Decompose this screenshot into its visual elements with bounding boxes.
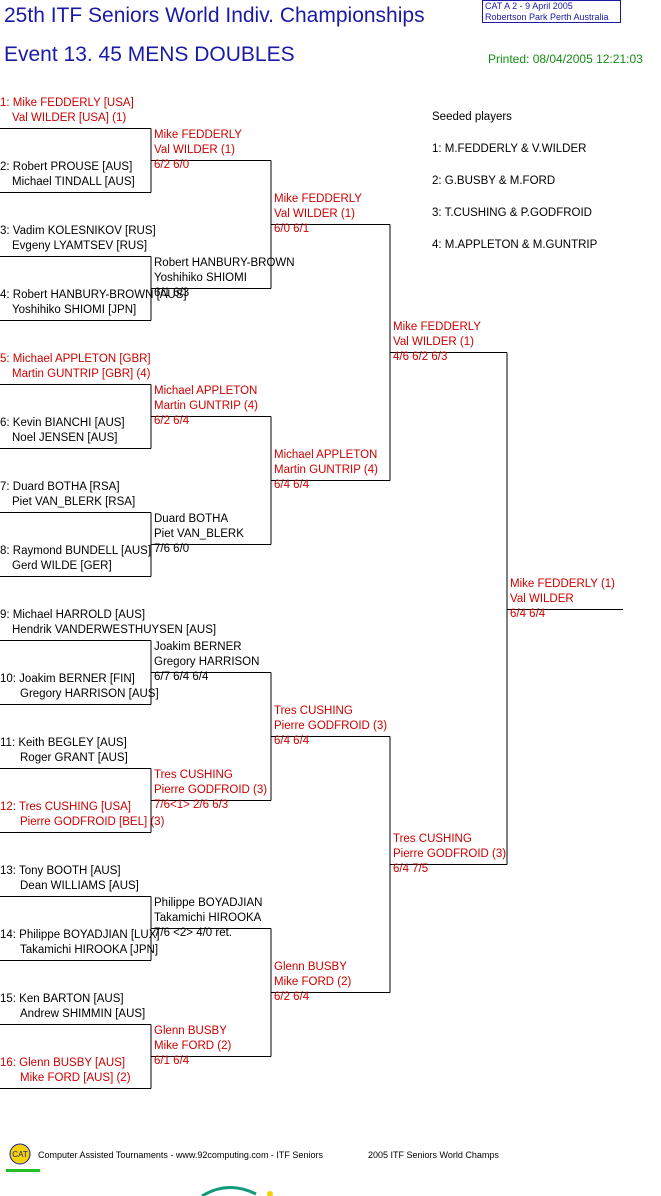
printed-timestamp: Printed: 08/04/2005 12:21:03 <box>488 52 643 66</box>
seed-item-1: 1: M.FEDDERLY & V.WILDER <box>432 143 587 155</box>
cat-logo-icon: CAT <box>6 1143 40 1172</box>
draw-entry-player-a: 14: Philippe BOYADJIAN [LUX] <box>0 929 160 941</box>
round2-score: 7/6<1> 2/6 6/3 <box>154 799 229 811</box>
seed-item-3: 3: T.CUSHING & P.GODFROID <box>432 207 592 219</box>
round2-player-b: Val WILDER (1) <box>154 144 235 156</box>
draw-entry-player-a: 13: Tony BOOTH [AUS] <box>0 865 121 877</box>
draw-entry-player-a: 7: Duard BOTHA [RSA] <box>0 481 120 493</box>
draw-entry-player-b: Takamichi HIROOKA [JPN] <box>20 944 159 956</box>
draw-entry-player-a: 5: Michael APPLETON [GBR] <box>0 353 151 365</box>
tournament-title: 25th ITF Seniors World Indiv. Championsh… <box>4 4 425 27</box>
sf-player-b: Pierre GODFROID (3) <box>393 848 507 860</box>
round2-score: 6/7 6/4 6/4 <box>154 671 209 683</box>
footer-decoration <box>201 1186 273 1196</box>
qf-player-a: Glenn BUSBY <box>274 961 347 973</box>
round2-player-a: Glenn BUSBY <box>154 1025 227 1037</box>
round2-player-a: Michael APPLETON <box>154 385 258 397</box>
draw-entry-player-a: 4: Robert HANBURY-BROWN [AUS] <box>0 289 187 301</box>
draw-entry-player-b: Hendrik VANDERWESTHUYSEN [AUS] <box>12 624 217 636</box>
round2-player-a: Tres CUSHING <box>154 769 233 781</box>
draw-entry-player-b: Michael TINDALL [AUS] <box>12 176 135 188</box>
round2-player-a: Mike FEDDERLY <box>154 129 242 141</box>
category-dates: CAT A 2 - 9 April 2005 <box>485 1 573 11</box>
draw-entry-player-b: Yoshihiko SHIOMI [JPN] <box>12 304 137 316</box>
category-venue: Robertson Park Perth Australia <box>485 12 609 22</box>
qf-score: 6/4 6/4 <box>274 479 310 491</box>
draw-entry-player-a: 6: Kevin BIANCHI [AUS] <box>0 417 125 429</box>
draw-entry-player-b: Roger GRANT [AUS] <box>20 752 128 764</box>
round2-score: 6/2 6/0 <box>154 159 190 171</box>
draw-entry-player-a: 16: Glenn BUSBY [AUS] <box>0 1057 126 1069</box>
draw-entry-player-b: Dean WILLIAMS [AUS] <box>20 880 139 892</box>
round2-score: 7/6 <2> 4/0 ret. <box>154 927 233 939</box>
round2-score: 7/6 6/0 <box>154 543 190 555</box>
round2-player-a: Duard BOTHA <box>154 513 229 525</box>
round2-score: 6/1 6/4 <box>154 1055 190 1067</box>
draw-entry-player-a: 11: Keith BEGLEY [AUS] <box>0 737 127 749</box>
draw-entry-player-b: Val WILDER [USA] (1) <box>12 112 127 124</box>
final-player-a: Mike FEDDERLY (1) <box>510 578 616 590</box>
draw-entry-player-b: Gregory HARRISON [AUS] <box>20 688 159 700</box>
round2-player-b: Takamichi HIROOKA <box>154 912 262 924</box>
draw-entry-player-b: Andrew SHIMMIN [AUS] <box>20 1008 146 1020</box>
draw-entry-player-b: Noel JENSEN [AUS] <box>12 432 118 444</box>
draw-entry-player-a: 1: Mike FEDDERLY [USA] <box>0 97 134 109</box>
round2-player-a: Joakim BERNER <box>154 641 242 653</box>
qf-player-b: Mike FORD (2) <box>274 976 352 988</box>
seed-item-4: 4: M.APPLETON & M.GUNTRIP <box>432 239 598 251</box>
seeds-heading: Seeded players <box>432 111 512 123</box>
sf-score: 4/6 6/2 6/3 <box>393 351 448 363</box>
qf-player-b: Pierre GODFROID (3) <box>274 720 388 732</box>
category-box: CAT A 2 - 9 April 2005 Robertson Park Pe… <box>482 0 621 23</box>
draw-entry-player-a: 3: Vadim KOLESNIKOV [RUS] <box>0 225 156 237</box>
qf-score: 6/0 6/1 <box>274 223 310 235</box>
qf-player-b: Martin GUNTRIP (4) <box>274 464 378 476</box>
qf-score: 6/4 6/4 <box>274 735 310 747</box>
draw-entry-player-a: 9: Michael HARROLD [AUS] <box>0 609 146 621</box>
final-score: 6/4 6/4 <box>510 608 546 620</box>
round2-player-b: Gregory HARRISON <box>154 656 260 668</box>
sf-player-a: Tres CUSHING <box>393 833 472 845</box>
round2-player-b: Mike FORD (2) <box>154 1040 232 1052</box>
seed-item-2: 2: G.BUSBY & M.FORD <box>432 175 556 187</box>
round2-player-b: Piet VAN_BLERK <box>154 528 244 540</box>
qf-player-a: Tres CUSHING <box>274 705 353 717</box>
cat-logo-text: CAT <box>12 1150 28 1159</box>
final-player-b: Val WILDER <box>510 593 574 605</box>
qf-player-b: Val WILDER (1) <box>274 208 355 220</box>
sf-player-a: Mike FEDDERLY <box>393 321 481 333</box>
round2-player-a: Robert HANBURY-BROWN <box>154 257 295 269</box>
qf-score: 6/2 6/4 <box>274 991 310 1003</box>
draw-entry-player-a: 15: Ken BARTON [AUS] <box>0 993 124 1005</box>
round2-player-b: Yoshihiko SHIOMI <box>154 272 247 284</box>
draw-entry-player-b: Pierre GODFROID [BEL] (3) <box>20 816 165 828</box>
footer-credit: Computer Assisted Tournaments - www.92co… <box>38 1150 323 1160</box>
draw-entry-player-b: Mike FORD [AUS] (2) <box>20 1072 131 1084</box>
draw-entry-player-a: 8: Raymond BUNDELL [AUS] <box>0 545 152 557</box>
draw-entry-player-b: Martin GUNTRIP [GBR] (4) <box>12 368 151 380</box>
draw-entry-player-b: Piet VAN_BLERK [RSA] <box>12 496 136 508</box>
draw-entry-player-b: Gerd WILDE [GER] <box>12 560 112 572</box>
draw-entry-player-a: 2: Robert PROUSE [AUS] <box>0 161 133 173</box>
footer-event-name: 2005 ITF Seniors World Champs <box>368 1150 499 1160</box>
round2-player-b: Pierre GODFROID (3) <box>154 784 268 796</box>
round2-player-a: Philippe BOYADJIAN <box>154 897 263 909</box>
draw-entry-player-b: Evgeny LYAMTSEV [RUS] <box>12 240 148 252</box>
sf-player-b: Val WILDER (1) <box>393 336 474 348</box>
round2-score: 6/1 6/3 <box>154 287 190 299</box>
qf-player-a: Michael APPLETON <box>274 449 378 461</box>
draw-entry-player-a: 10: Joakim BERNER [FIN] <box>0 673 135 685</box>
round2-score: 6/2 6/4 <box>154 415 190 427</box>
round2-player-b: Martin GUNTRIP (4) <box>154 400 258 412</box>
draw-entry-player-a: 12: Tres CUSHING [USA] <box>0 801 132 813</box>
qf-player-a: Mike FEDDERLY <box>274 193 362 205</box>
sf-score: 6/4 7/5 <box>393 863 429 875</box>
event-title: Event 13. 45 MENS DOUBLES <box>4 43 295 66</box>
